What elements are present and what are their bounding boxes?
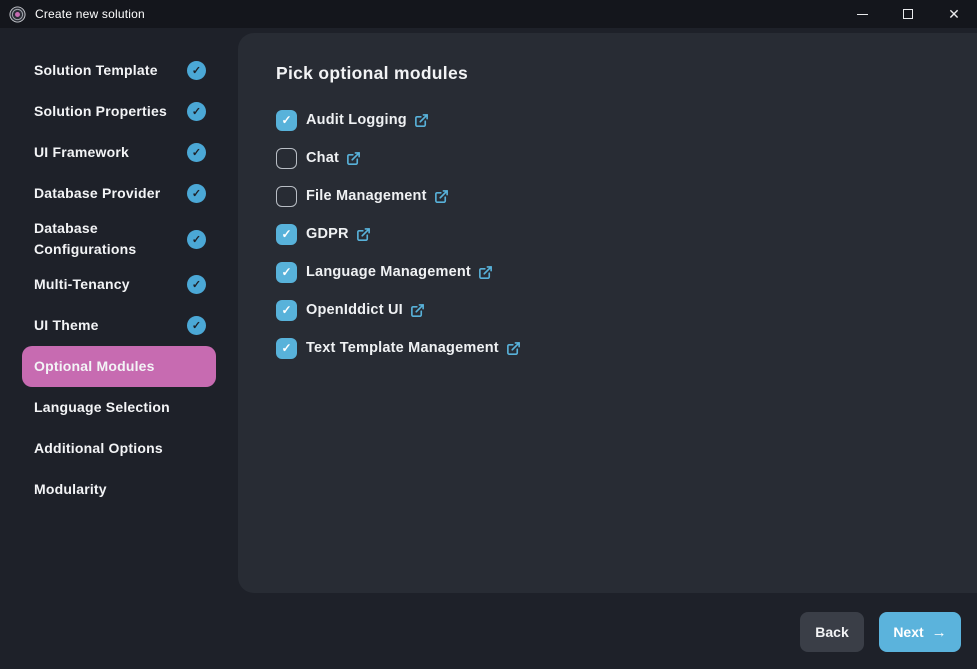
module-row: Chat [276, 139, 939, 177]
module-label: OpenIddict UI [306, 302, 403, 318]
page-title: Pick optional modules [276, 63, 469, 83]
module-row: ✓ OpenIddict UI [276, 291, 939, 329]
step-completed-check-icon: ✓ [187, 184, 206, 203]
module-checkbox-language-management[interactable]: ✓ [276, 261, 297, 283]
module-label: GDPR [306, 226, 349, 242]
wizard-steps-sidebar: Solution Template ✓ Solution Properties … [0, 28, 238, 669]
module-row: ✓ Audit Logging [276, 101, 939, 139]
module-row: File Management [276, 177, 939, 215]
optional-modules-list: ✓ Audit Logging Chat File Management [276, 101, 939, 367]
module-checkbox-text-template-management[interactable]: ✓ [276, 337, 297, 359]
module-checkbox-chat[interactable] [276, 147, 297, 169]
sidebar-step-label: Solution Template [34, 62, 158, 78]
sidebar-step-label: Optional Modules [34, 358, 155, 374]
sidebar-item-modularity[interactable]: Modularity [22, 469, 216, 510]
sidebar-step-label: Database Configurations [34, 220, 137, 257]
external-link-icon[interactable] [410, 303, 425, 318]
sidebar-step-label: Database Provider [34, 185, 161, 201]
maximize-icon [903, 9, 913, 19]
sidebar-item-language-selection[interactable]: Language Selection [22, 387, 216, 428]
external-link-icon[interactable] [356, 227, 371, 242]
sidebar-item-database-provider[interactable]: Database Provider ✓ [22, 173, 216, 214]
sidebar-item-database-configurations[interactable]: Database Configurations ✓ [22, 214, 216, 264]
window-title: Create new solution [35, 7, 145, 21]
sidebar-step-label: Modularity [34, 481, 107, 497]
sidebar-step-label: Multi-Tenancy [34, 276, 130, 292]
close-icon: ✕ [948, 6, 960, 22]
back-button-label: Back [815, 624, 849, 640]
external-link-icon[interactable] [346, 151, 361, 166]
step-completed-check-icon: ✓ [187, 61, 206, 80]
maximize-button[interactable] [885, 0, 931, 28]
step-completed-check-icon: ✓ [187, 316, 206, 335]
sidebar-step-label: UI Theme [34, 317, 99, 333]
module-row: ✓ Text Template Management [276, 329, 939, 367]
step-completed-check-icon: ✓ [187, 102, 206, 121]
sidebar-step-label: Solution Properties [34, 103, 167, 119]
external-link-icon[interactable] [434, 189, 449, 204]
module-row: ✓ GDPR [276, 215, 939, 253]
minimize-button[interactable] [839, 0, 885, 28]
module-checkbox-file-management[interactable] [276, 185, 297, 207]
module-label: Chat [306, 150, 340, 166]
sidebar-step-label: Additional Options [34, 440, 163, 456]
minimize-icon [856, 13, 868, 15]
step-completed-check-icon: ✓ [187, 143, 206, 162]
step-completed-check-icon: ✓ [187, 275, 206, 294]
app-logo-icon [9, 5, 26, 23]
sidebar-step-label: UI Framework [34, 144, 129, 160]
next-button-label: Next [893, 624, 924, 640]
main-panel: Pick optional modules ✓ Audit Logging Ch… [238, 33, 977, 593]
module-label: Audit Logging [306, 112, 407, 128]
sidebar-item-ui-framework[interactable]: UI Framework ✓ [22, 132, 216, 173]
external-link-icon[interactable] [478, 265, 493, 280]
module-checkbox-openiddict-ui[interactable]: ✓ [276, 299, 297, 321]
close-button[interactable]: ✕ [931, 0, 977, 28]
step-completed-check-icon: ✓ [187, 229, 206, 249]
sidebar-item-optional-modules[interactable]: Optional Modules [22, 346, 216, 387]
module-label: Language Management [306, 264, 471, 280]
sidebar-item-multi-tenancy[interactable]: Multi-Tenancy ✓ [22, 264, 216, 305]
module-checkbox-audit-logging[interactable]: ✓ [276, 109, 297, 131]
external-link-icon[interactable] [506, 341, 521, 356]
sidebar-item-additional-options[interactable]: Additional Options [22, 428, 216, 469]
external-link-icon[interactable] [414, 113, 429, 128]
sidebar-item-ui-theme[interactable]: UI Theme ✓ [22, 305, 216, 346]
module-checkbox-gdpr[interactable]: ✓ [276, 223, 297, 245]
module-label: File Management [306, 188, 427, 204]
sidebar-item-solution-template[interactable]: Solution Template ✓ [22, 50, 216, 91]
sidebar-step-label: Language Selection [34, 399, 170, 415]
next-button[interactable]: Next → [879, 612, 961, 652]
titlebar: Create new solution ✕ [0, 0, 977, 28]
arrow-right-icon: → [931, 623, 947, 641]
back-button[interactable]: Back [800, 612, 864, 652]
sidebar-item-solution-properties[interactable]: Solution Properties ✓ [22, 91, 216, 132]
module-row: ✓ Language Management [276, 253, 939, 291]
module-label: Text Template Management [306, 340, 499, 356]
